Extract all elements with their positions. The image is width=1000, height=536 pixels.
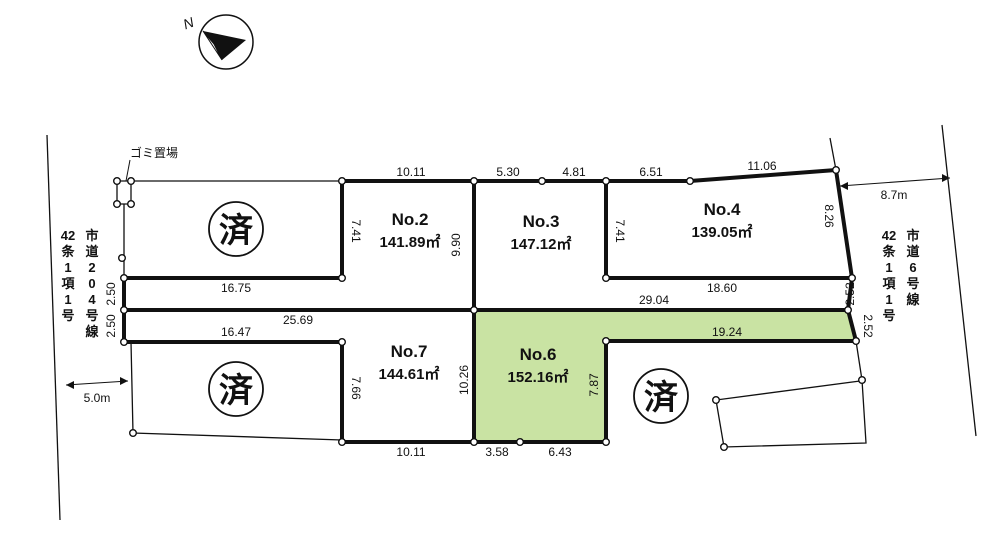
sold-mark-2: 済 bbox=[208, 361, 264, 417]
north-label: N bbox=[181, 14, 197, 33]
svg-text:済: 済 bbox=[219, 212, 254, 250]
dim-inner-8: 2.52 bbox=[843, 282, 857, 306]
lot-3-number: No.3 bbox=[523, 212, 560, 231]
dim-inner-11: 2.50 bbox=[104, 314, 118, 338]
svg-text:号: 号 bbox=[882, 308, 895, 323]
dim-inner-3: 7.41 bbox=[613, 219, 627, 243]
svg-text:1: 1 bbox=[885, 260, 892, 275]
dim-inner-4: 8.26 bbox=[822, 204, 836, 228]
inner-dimensions: 7.41 9.90 7.41 8.26 16.75 18.60 2.50 2.5… bbox=[104, 204, 875, 400]
bottom-dimensions: 10.11 3.58 6.43 bbox=[396, 445, 572, 459]
svg-text:線: 線 bbox=[85, 324, 99, 339]
svg-text:2: 2 bbox=[88, 260, 95, 275]
svg-text:号: 号 bbox=[85, 308, 98, 323]
dim-inner-9: 29.04 bbox=[639, 293, 669, 307]
svg-text:4: 4 bbox=[88, 292, 96, 307]
dim-bottom-3: 6.43 bbox=[548, 445, 572, 459]
dim-inner-16: 10.26 bbox=[457, 365, 471, 395]
dim-inner-10: 25.69 bbox=[283, 313, 313, 327]
svg-text:0: 0 bbox=[88, 276, 95, 291]
dim-top-5: 11.06 bbox=[747, 159, 776, 173]
svg-text:1: 1 bbox=[64, 292, 71, 307]
road-border-lines bbox=[46, 124, 977, 521]
svg-text:済: 済 bbox=[219, 372, 254, 410]
compass-needle-icon bbox=[203, 31, 246, 60]
dim-bottom-1: 10.11 bbox=[396, 445, 425, 459]
dim-inner-5: 16.75 bbox=[221, 281, 251, 295]
dim-inner-1: 7.41 bbox=[349, 219, 363, 243]
svg-text:号: 号 bbox=[906, 276, 919, 291]
svg-text:条: 条 bbox=[61, 244, 75, 259]
dim-top-4: 6.51 bbox=[639, 165, 663, 179]
dim-top-3: 4.81 bbox=[562, 165, 586, 179]
svg-text:1: 1 bbox=[64, 260, 71, 275]
right-road-width: 8.7m bbox=[839, 174, 951, 202]
garbage-area: ゴミ置場 bbox=[125, 145, 178, 182]
svg-text:42: 42 bbox=[882, 228, 896, 243]
svg-text:条: 条 bbox=[882, 244, 896, 259]
svg-text:項: 項 bbox=[882, 276, 896, 291]
dim-inner-17: 7.87 bbox=[587, 373, 601, 397]
svg-text:8.7m: 8.7m bbox=[881, 188, 908, 202]
svg-text:市: 市 bbox=[906, 228, 919, 243]
lot-6-number: No.6 bbox=[520, 345, 557, 364]
top-dimensions: 10.11 5.30 4.81 6.51 11.06 bbox=[396, 159, 776, 179]
svg-text:項: 項 bbox=[61, 276, 75, 291]
lot-4-number: No.4 bbox=[704, 200, 741, 219]
compass: N bbox=[181, 14, 254, 70]
lot-7-number: No.7 bbox=[391, 342, 428, 361]
left-road-width: 5.0m bbox=[65, 377, 129, 405]
lot-7-area: 144.61㎡ bbox=[379, 365, 440, 383]
sold-mark-3: 済 bbox=[633, 368, 689, 424]
dim-inner-14: 19.24 bbox=[712, 325, 742, 339]
svg-text:済: 済 bbox=[644, 379, 679, 417]
dim-inner-7: 2.50 bbox=[104, 282, 118, 306]
left-road-label: 42 条 1 項 1 号 市 道 2 0 4 号 線 bbox=[61, 228, 100, 339]
svg-text:道: 道 bbox=[906, 244, 919, 259]
right-road-label: 42 条 1 項 1 号 市 道 6 号 線 bbox=[882, 228, 921, 323]
vertex-markers bbox=[112, 165, 867, 452]
dim-inner-13: 16.47 bbox=[221, 325, 251, 339]
svg-text:5.0m: 5.0m bbox=[84, 391, 111, 405]
lot-2-area: 141.89㎡ bbox=[380, 233, 441, 251]
lot-2-number: No.2 bbox=[392, 210, 429, 229]
lot-4: No.4 139.05㎡ bbox=[692, 200, 753, 241]
dim-top-2: 5.30 bbox=[496, 165, 520, 179]
dim-bottom-2: 3.58 bbox=[485, 445, 509, 459]
dim-inner-6: 18.60 bbox=[707, 281, 737, 295]
svg-text:6: 6 bbox=[909, 260, 916, 275]
svg-text:42: 42 bbox=[61, 228, 75, 243]
thin-boundaries bbox=[116, 180, 867, 448]
lot-7: No.7 144.61㎡ bbox=[379, 342, 440, 383]
lot-6: No.6 152.16㎡ bbox=[508, 345, 569, 386]
lot-6-area: 152.16㎡ bbox=[508, 368, 569, 386]
svg-text:市: 市 bbox=[85, 228, 98, 243]
svg-text:1: 1 bbox=[885, 292, 892, 307]
svg-text:号: 号 bbox=[61, 308, 74, 323]
svg-text:線: 線 bbox=[906, 292, 920, 307]
lot-2: No.2 141.89㎡ bbox=[380, 210, 441, 251]
svg-text:道: 道 bbox=[85, 244, 98, 259]
dim-inner-2: 9.90 bbox=[449, 233, 463, 257]
lot-3: No.3 147.12㎡ bbox=[511, 212, 572, 253]
lot-3-area: 147.12㎡ bbox=[511, 235, 572, 253]
dim-inner-15: 7.66 bbox=[349, 376, 363, 400]
garbage-label: ゴミ置場 bbox=[130, 145, 178, 160]
lot-4-area: 139.05㎡ bbox=[692, 223, 753, 241]
sold-mark-1: 済 bbox=[208, 201, 264, 257]
dim-inner-12: 2.52 bbox=[861, 314, 875, 338]
dim-top-1: 10.11 bbox=[396, 165, 425, 179]
